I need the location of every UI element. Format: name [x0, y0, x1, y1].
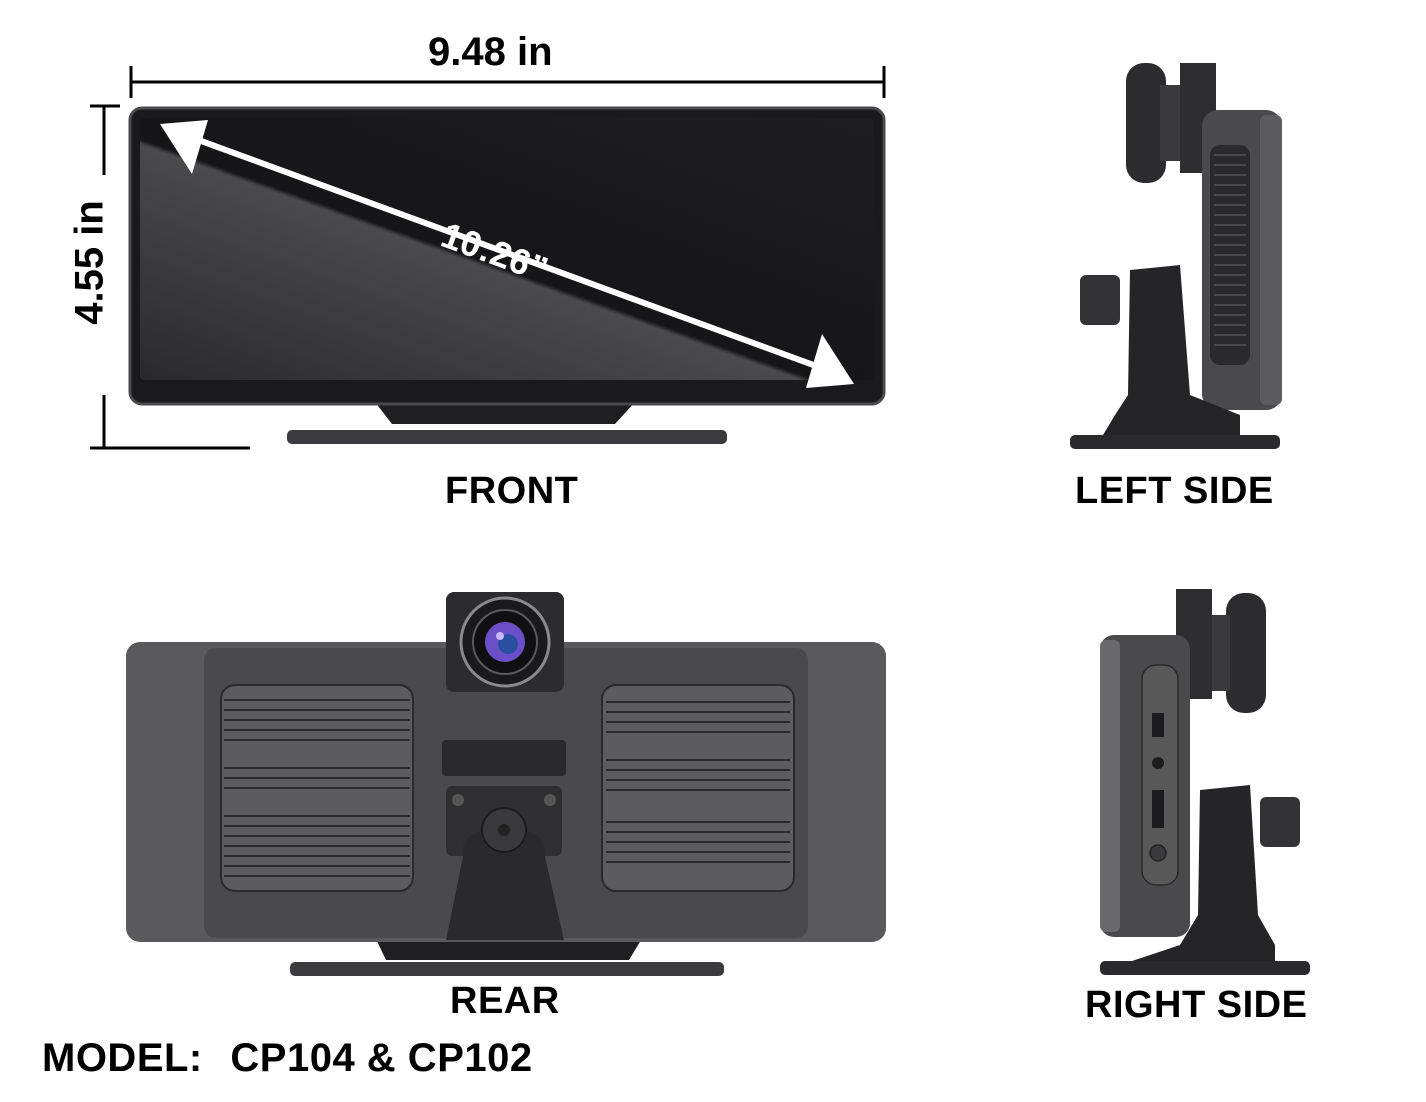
height-label: 4.55 in	[67, 200, 112, 325]
left-side-label: LEFT SIDE	[1075, 470, 1274, 512]
rear-device-illustration	[126, 592, 886, 976]
right-side-label: RIGHT SIDE	[1085, 984, 1308, 1026]
width-label: 9.48 in	[408, 30, 573, 75]
front-label: FRONT	[445, 470, 579, 512]
front-device-illustration	[128, 106, 886, 444]
right-side-device-illustration	[1100, 589, 1310, 975]
rear-label: REAR	[450, 980, 560, 1022]
model-label: MODEL:	[42, 1036, 203, 1080]
model-value: CP104 & CP102	[230, 1036, 533, 1080]
model-line: MODEL: CP104 & CP102	[42, 1036, 533, 1081]
left-side-device-illustration	[1070, 63, 1282, 449]
front-view: 10:26”	[128, 106, 886, 448]
